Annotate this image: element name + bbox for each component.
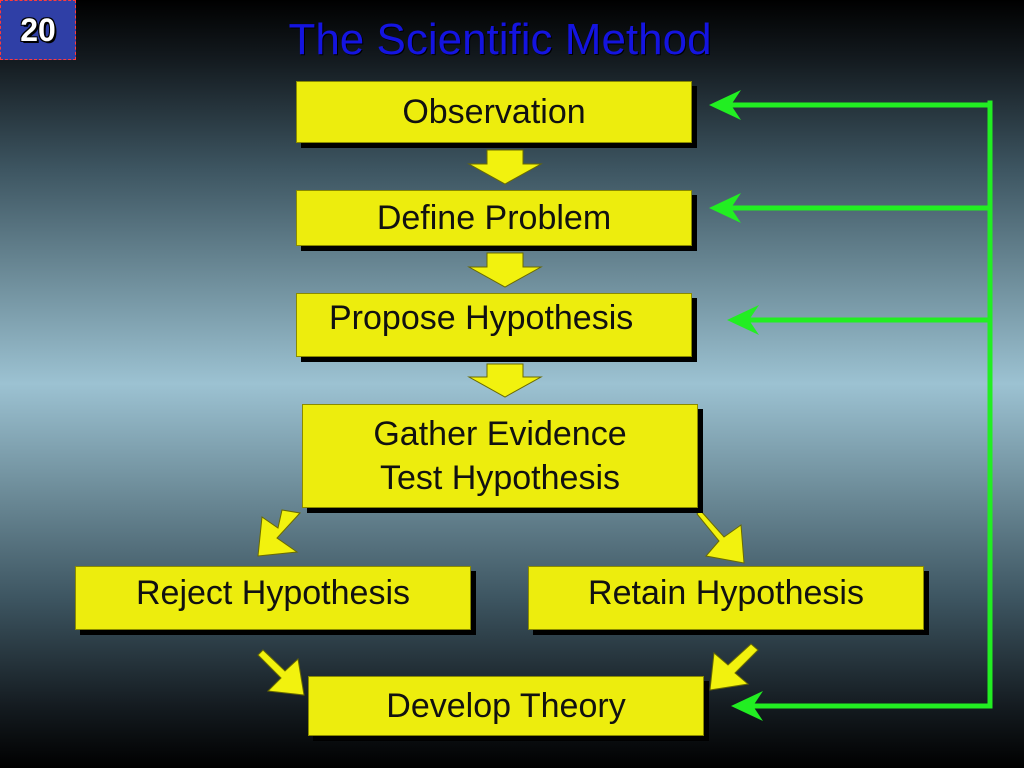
step-develop-theory: Develop Theory [308, 676, 704, 736]
step-observation: Observation [296, 81, 692, 143]
left-arrow-head-icon [709, 193, 741, 223]
step-reject-hypothesis: Reject Hypothesis [75, 566, 471, 630]
step-label-line-2: Test Hypothesis [380, 459, 620, 497]
slide-title: The Scientific Method [288, 15, 712, 64]
down-right-arrow-icon [696, 509, 745, 564]
down-arrow-icon [467, 252, 543, 288]
step-label: Retain Hypothesis [588, 574, 864, 612]
down-left-arrow-icon [257, 509, 301, 557]
left-arrow-head-icon [727, 305, 759, 335]
left-arrow-head-icon [709, 90, 741, 120]
down-left-arrow-icon [709, 643, 759, 691]
down-arrow-icon [467, 149, 543, 185]
left-arrow-head-icon [731, 691, 763, 721]
step-define-problem: Define Problem [296, 190, 692, 246]
down-right-arrow-icon [257, 649, 305, 696]
step-label: Develop Theory [386, 687, 626, 725]
down-arrow-icon [467, 363, 543, 398]
step-gather-evidence: Gather Evidence Test Hypothesis [302, 404, 698, 508]
step-propose-hypothesis: Propose Hypothesis [296, 293, 692, 357]
step-label-line-1: Gather Evidence [373, 415, 627, 453]
step-label: Observation [402, 93, 586, 131]
step-label: Reject Hypothesis [135, 574, 410, 612]
step-label: Propose Hypothesis [329, 299, 634, 337]
step-retain-hypothesis: Retain Hypothesis [528, 566, 924, 630]
slide-number-badge: 20 [0, 0, 76, 60]
step-label: Define Problem [376, 199, 612, 237]
